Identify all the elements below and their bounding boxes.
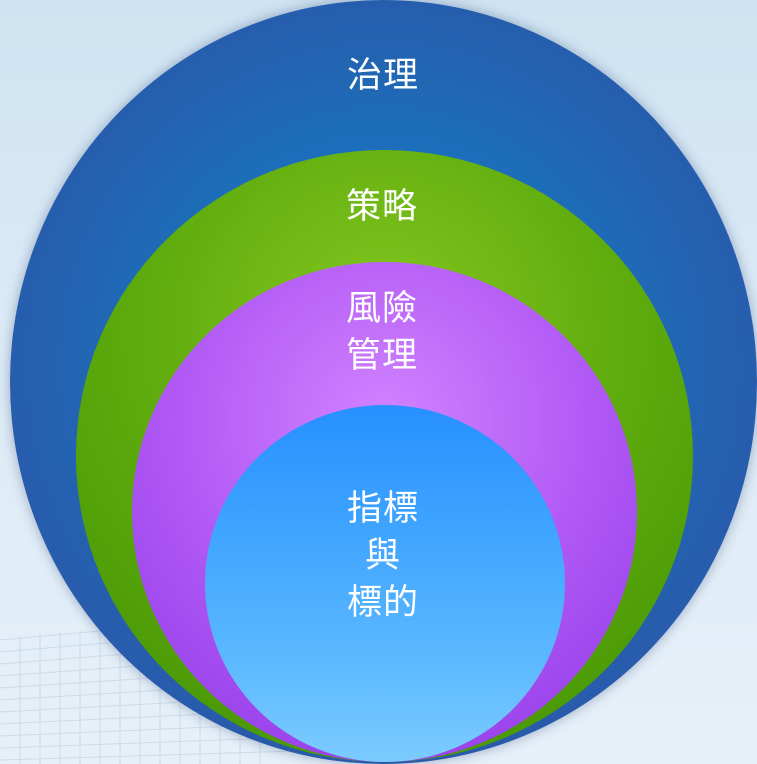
metrics-and-targets-label: 指標 與 標的 — [346, 489, 420, 623]
risk-management-label: 風險 管理 — [345, 289, 419, 376]
strategy-label: 策略 — [345, 187, 419, 227]
governance-label: 治理 — [346, 56, 420, 96]
metrics-and-targets-layer-circle — [205, 405, 565, 762]
